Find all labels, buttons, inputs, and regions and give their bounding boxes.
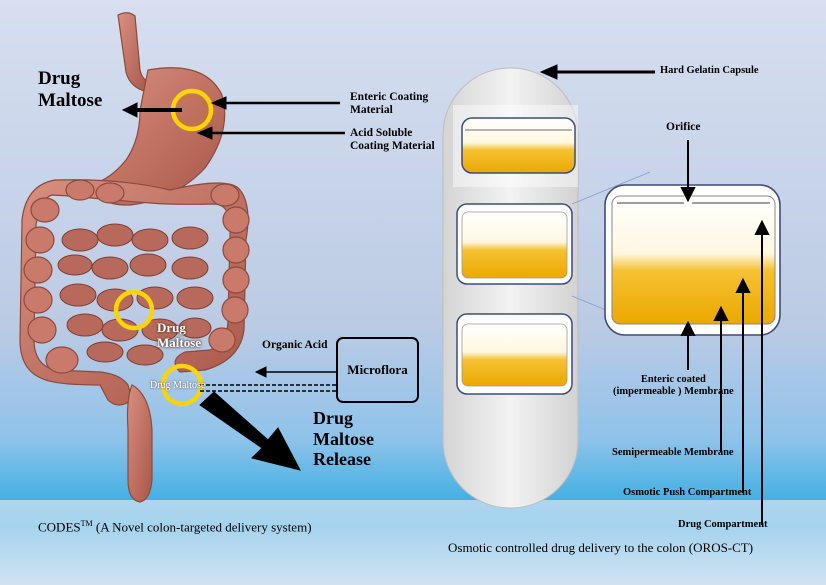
orifice-label: Orifice <box>666 121 700 134</box>
small-units <box>457 118 575 394</box>
microflora-box: Microflora <box>336 337 419 403</box>
semipermeable-membrane-label: Semipermeable Membrane <box>612 447 734 459</box>
unit-3 <box>457 314 572 394</box>
top-drug-label: Drug Maltose <box>38 68 102 112</box>
drug-compartment-label: Drug Compartment <box>678 519 768 531</box>
oros-unit-enlarged <box>605 185 780 335</box>
lower-drug-label: Drug Maltose <box>150 380 205 392</box>
microflora-label: Microflora <box>347 362 407 378</box>
mid-drug-label: Drug Maltose <box>157 321 201 351</box>
enteric-coating-label: Enteric Coating Material <box>350 91 428 117</box>
unit-2 <box>457 204 572 284</box>
codes-caption: CODESTM (A Novel colon-targeted delivery… <box>38 519 312 535</box>
enteric-membrane-label: Enteric coated (impermeable ) Membrane <box>613 374 734 398</box>
organic-acid-label: Organic Acid <box>262 339 328 352</box>
oros-ct-caption: Osmotic controlled drug delivery to the … <box>448 541 753 556</box>
osmotic-push-label: Osmotic Push Compartment <box>623 487 751 499</box>
hard-gelatin-capsule-label: Hard Gelatin Capsule <box>660 65 759 77</box>
drug-release-label: Drug Maltose Release <box>313 408 374 470</box>
unit-1 <box>462 118 575 173</box>
acid-soluble-coating-label: Acid Soluble Coating Material <box>350 127 435 153</box>
